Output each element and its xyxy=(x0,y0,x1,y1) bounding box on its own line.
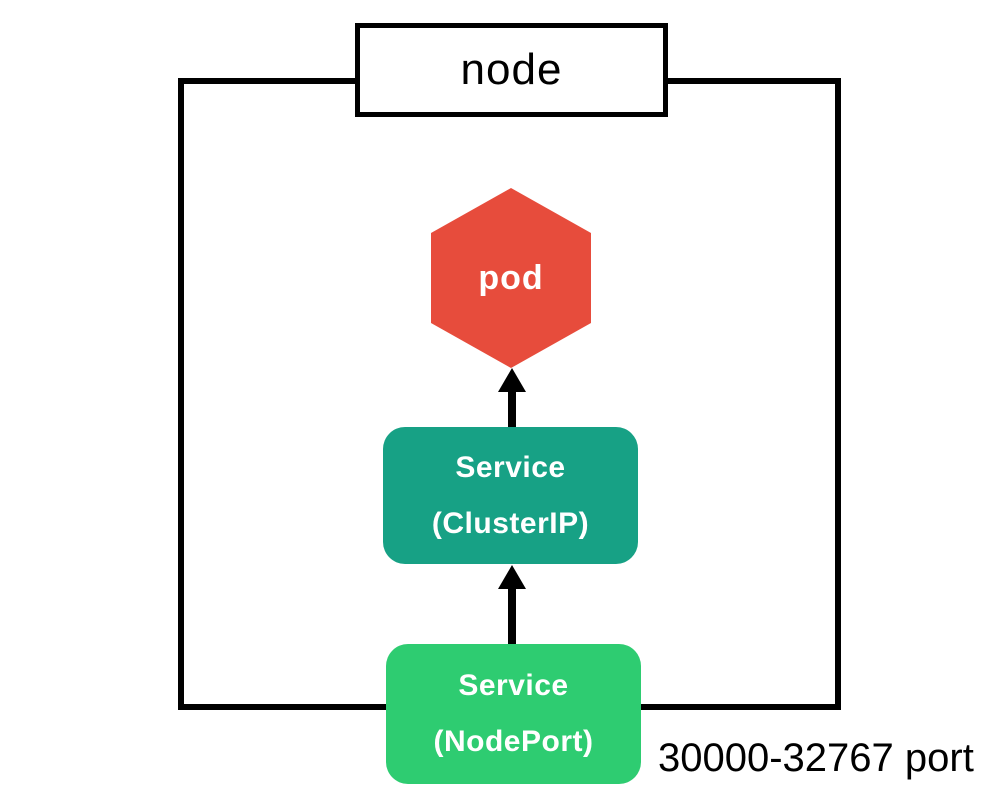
arrow-nodeport-to-clusterip-shaft xyxy=(508,587,516,645)
service-clusterip-label-line2: (ClusterIP) xyxy=(431,506,590,540)
arrow-clusterip-to-pod-shaft xyxy=(508,390,516,428)
arrow-nodeport-to-clusterip-head xyxy=(498,565,526,589)
service-clusterip-label-line1: Service xyxy=(455,450,566,484)
service-nodeport-label-line1: Service xyxy=(458,669,569,702)
node-label-box: node xyxy=(355,23,668,117)
port-range-label: 30000-32767 port xyxy=(658,736,974,780)
service-nodeport-box: Service (NodePort) xyxy=(386,644,641,784)
pod-label: pod xyxy=(478,258,544,297)
node-label: node xyxy=(460,45,563,94)
service-clusterip-box: Service (ClusterIP) xyxy=(383,427,638,564)
arrow-clusterip-to-pod-head xyxy=(498,368,526,392)
service-nodeport-label-line2: (NodePort) xyxy=(433,725,594,758)
